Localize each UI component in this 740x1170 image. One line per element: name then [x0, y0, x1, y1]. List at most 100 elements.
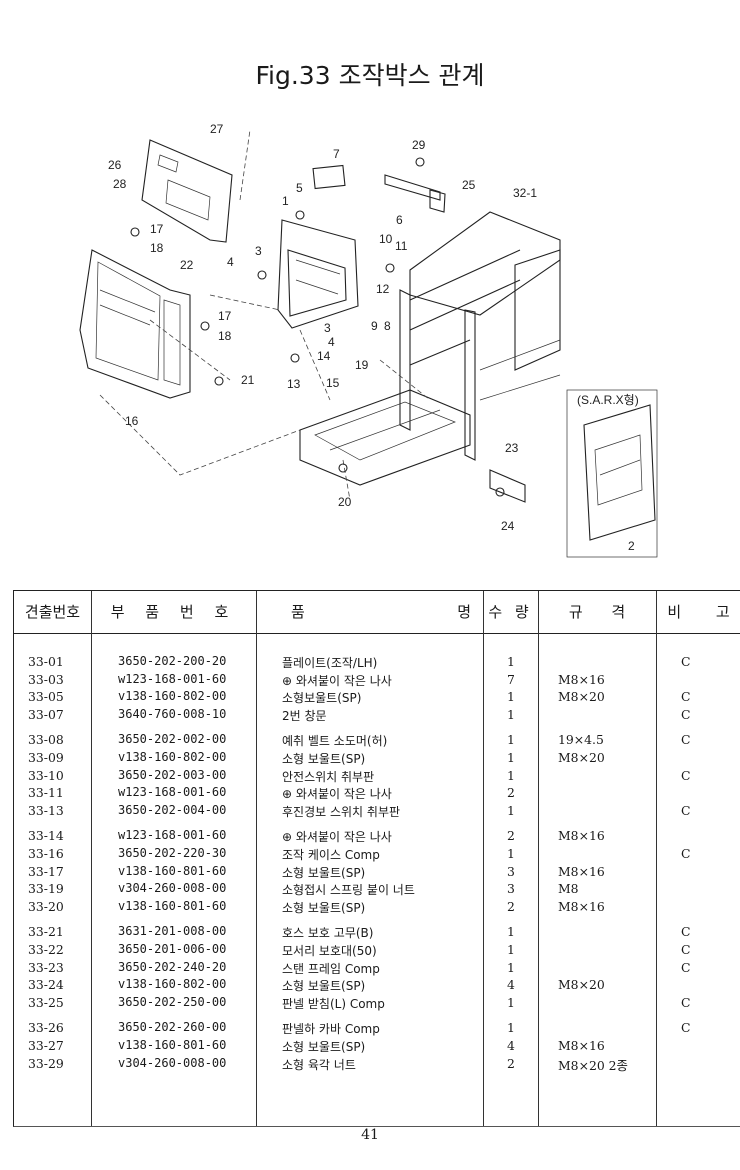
part-name: 2번 창문 [282, 708, 327, 723]
part-number: 3650-202-004-00 [118, 802, 227, 817]
quantity: 1 [507, 924, 515, 940]
spec: M8×20 2종 [558, 1057, 628, 1073]
note: C [681, 924, 691, 940]
callout-label: 19 [355, 358, 369, 372]
callout-label: 3 [255, 244, 262, 258]
spec: M8×16 [558, 1038, 605, 1053]
spec: M8×16 [558, 863, 605, 879]
callout-label: 6 [396, 213, 403, 227]
part-code: 33-16 [28, 846, 64, 861]
callout-label: 21 [241, 373, 255, 387]
part-number: w123-168-001-60 [118, 671, 227, 686]
part-number: 3650-202-240-20 [118, 959, 227, 974]
inset-box [566, 389, 658, 558]
part-number: w123-168-001-60 [118, 785, 227, 800]
part-number: v138-160-802-00 [118, 689, 227, 704]
callout-label: 8 [384, 319, 391, 333]
callout-label: 14 [317, 349, 331, 363]
note: C [681, 689, 691, 705]
quantity: 1 [507, 689, 515, 705]
part-number: 3650-201-006-00 [118, 942, 227, 956]
quantity: 1 [507, 750, 515, 765]
part-code: 33-17 [28, 863, 64, 879]
panel-26 [141, 139, 233, 243]
part-number: w123-168-001-60 [118, 828, 227, 843]
header-name-left: 품 [291, 603, 305, 621]
callout-label: 3 [324, 321, 331, 335]
note: C [681, 732, 691, 748]
quantity: 2 [507, 1055, 515, 1071]
callout-label: 7 [333, 147, 340, 161]
part-name: 후진경보 스위치 취부판 [282, 804, 401, 819]
quantity: 1 [507, 959, 515, 975]
frame-32-1 [409, 211, 561, 316]
callout-label: 2 [628, 539, 635, 553]
callout-label: 26 [108, 158, 122, 172]
part-number: v138-160-801-60 [118, 898, 227, 913]
header-qty: 수 량 [483, 591, 538, 634]
part-code: 33-13 [28, 802, 64, 818]
callout-label: 20 [338, 495, 352, 509]
part-name: 소형 보울트(SP) [282, 1040, 366, 1054]
part-code: 33-03 [28, 671, 64, 687]
quantity: 1 [507, 732, 515, 748]
part-code: 33-25 [28, 994, 64, 1010]
part-name: 호스 보호 고무(B) [282, 926, 374, 941]
note: C [681, 706, 691, 722]
callout-label: 10 [379, 232, 393, 246]
callout-label: 18 [150, 241, 164, 255]
quantity: 3 [507, 863, 515, 879]
callout-label: 9 [371, 319, 378, 333]
inset-label: (S.A.R.X형) [577, 393, 639, 407]
col-divider [91, 591, 92, 1126]
callout-label: 4 [328, 335, 335, 349]
quantity: 4 [507, 1038, 515, 1053]
callout-label: 17 [218, 309, 232, 323]
quantity: 1 [507, 846, 515, 861]
part-number: 3640-760-008-10 [118, 706, 227, 721]
part-code: 33-26 [28, 1020, 64, 1036]
part-number: v138-160-802-00 [118, 977, 227, 992]
callout-label: 28 [113, 177, 127, 191]
part-name: 소형 보울트(SP) [282, 979, 366, 994]
part-name: 소형 육각 너트 [282, 1057, 356, 1072]
part-name: 플레이트(조작/LH) [282, 656, 378, 670]
header-spec: 규 격 [538, 591, 656, 634]
quantity: 3 [507, 881, 515, 897]
header-code: 견출번호 [14, 591, 91, 634]
part-code: 33-07 [28, 706, 64, 722]
case-16 [79, 249, 191, 399]
quantity: 2 [507, 785, 515, 801]
plate-1 [277, 219, 359, 329]
callout-label: 17 [150, 222, 164, 236]
part-code: 33-01 [28, 654, 64, 669]
part-number: v304-260-008-00 [118, 881, 227, 896]
note: C [681, 767, 691, 783]
quantity: 1 [507, 994, 515, 1010]
quantity: 2 [507, 898, 515, 914]
callout-label: 22 [180, 258, 194, 272]
callout-label: 5 [296, 181, 303, 195]
part-name: 스탠 프레임 Comp [282, 961, 380, 976]
part-name: 소형 보울트(SP) [282, 865, 366, 880]
part-number: 3650-202-002-00 [118, 732, 227, 747]
quantity: 1 [507, 1020, 515, 1036]
spec: M8 [558, 881, 579, 897]
spec: M8×20 [558, 689, 605, 705]
note: C [681, 1020, 691, 1036]
callout-label: 12 [376, 282, 390, 296]
note: C [681, 994, 691, 1010]
